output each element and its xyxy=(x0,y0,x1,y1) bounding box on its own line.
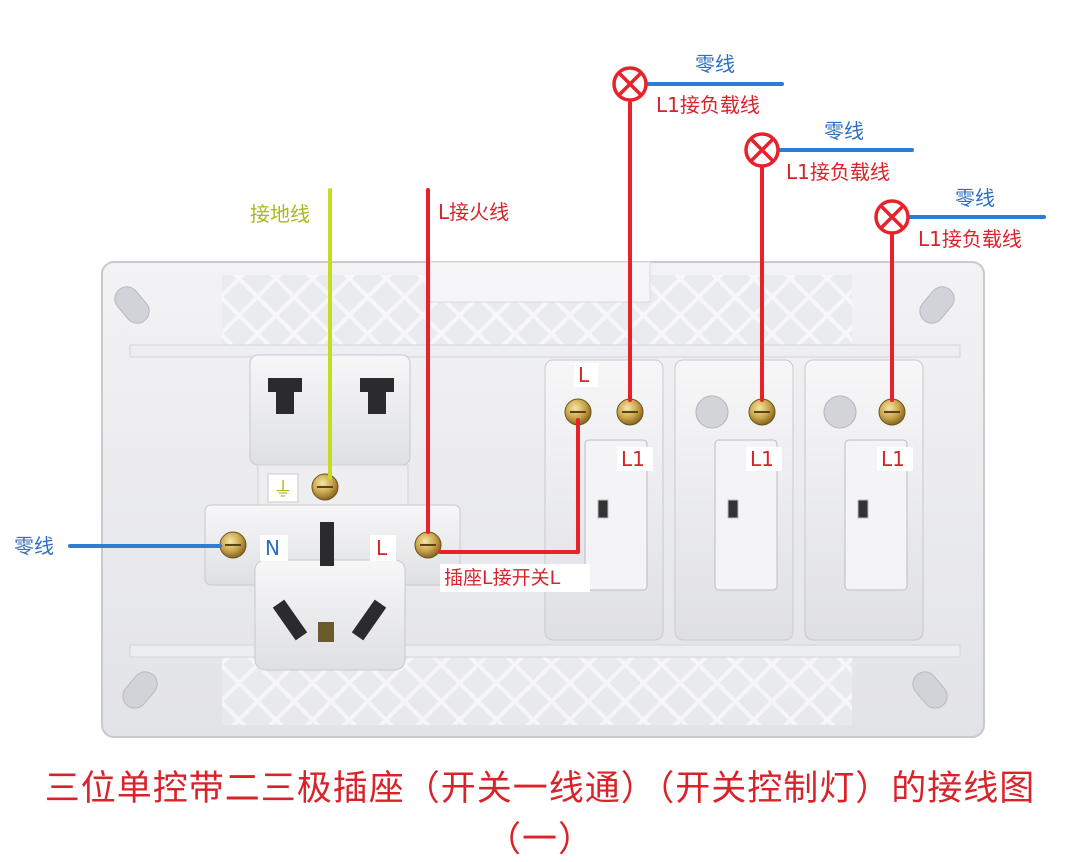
switch-l1-label-bg xyxy=(746,447,782,471)
socket-n-label-bg xyxy=(260,535,288,561)
switch-l1-label-3: L1 xyxy=(881,447,905,471)
switch-l1-label-bg xyxy=(877,447,913,471)
lamps xyxy=(612,66,910,235)
wires xyxy=(68,82,1046,554)
neutral-label-left: 零线 xyxy=(14,534,54,558)
socket-to-switch-wire xyxy=(438,418,580,554)
switch-l-label: L xyxy=(578,363,590,387)
socket-l-label-bg xyxy=(370,535,396,561)
lamp-icon xyxy=(874,199,910,235)
socket-live-terminal xyxy=(414,531,442,559)
terminal-screws xyxy=(219,398,906,559)
switch-l-terminal xyxy=(564,398,592,426)
socket-l-label: L xyxy=(376,536,388,560)
lamp-icon xyxy=(744,132,780,168)
switch-l1-label-1: L1 xyxy=(621,447,645,471)
neutral-label-top-3: 零线 xyxy=(955,186,995,210)
switch-l-label-bg xyxy=(574,363,598,387)
ground-terminal xyxy=(311,473,339,501)
load-wire-label-2: L1接负载线 xyxy=(786,160,890,184)
switch-l1-terminal-3 xyxy=(878,398,906,426)
switch-l1-terminal-1 xyxy=(616,398,644,426)
two-pin-outlet-icon xyxy=(268,378,394,414)
empty-terminal-hole xyxy=(823,395,857,429)
switch-modules xyxy=(544,359,924,641)
neutral-label-top-1: 零线 xyxy=(695,52,735,76)
switch-l1-terminal-2 xyxy=(748,398,776,426)
load-wire-label-1: L1接负载线 xyxy=(656,93,760,117)
switch-l1-label-bg xyxy=(617,447,653,471)
load-wire-label-3: L1接负载线 xyxy=(918,227,1022,251)
socket-n-label: N xyxy=(265,536,280,560)
three-pin-outlet-icon xyxy=(272,522,387,642)
socket-to-switch-label: 插座L接开关L xyxy=(444,567,561,589)
ground-wire-label: 接地线 xyxy=(250,202,310,226)
neutral-terminal xyxy=(219,531,247,559)
empty-terminal-hole xyxy=(695,395,729,429)
switch-l1-label-2: L1 xyxy=(750,447,774,471)
mounting-slot-icon xyxy=(114,286,955,709)
neutral-label-top-2: 零线 xyxy=(824,119,864,143)
ground-symbol-bg xyxy=(267,473,299,503)
live-wire-label: L接火线 xyxy=(438,200,509,224)
diagram-caption: 三位单控带二三极插座（开关一线通）（开关控制灯）的接线图（一） xyxy=(44,769,1036,860)
switch-mechanism-icon xyxy=(584,439,908,591)
lamp-icon xyxy=(612,66,648,102)
socket-to-switch-label-bg xyxy=(440,564,590,592)
ground-symbol-icon: ⏚ xyxy=(273,477,293,501)
